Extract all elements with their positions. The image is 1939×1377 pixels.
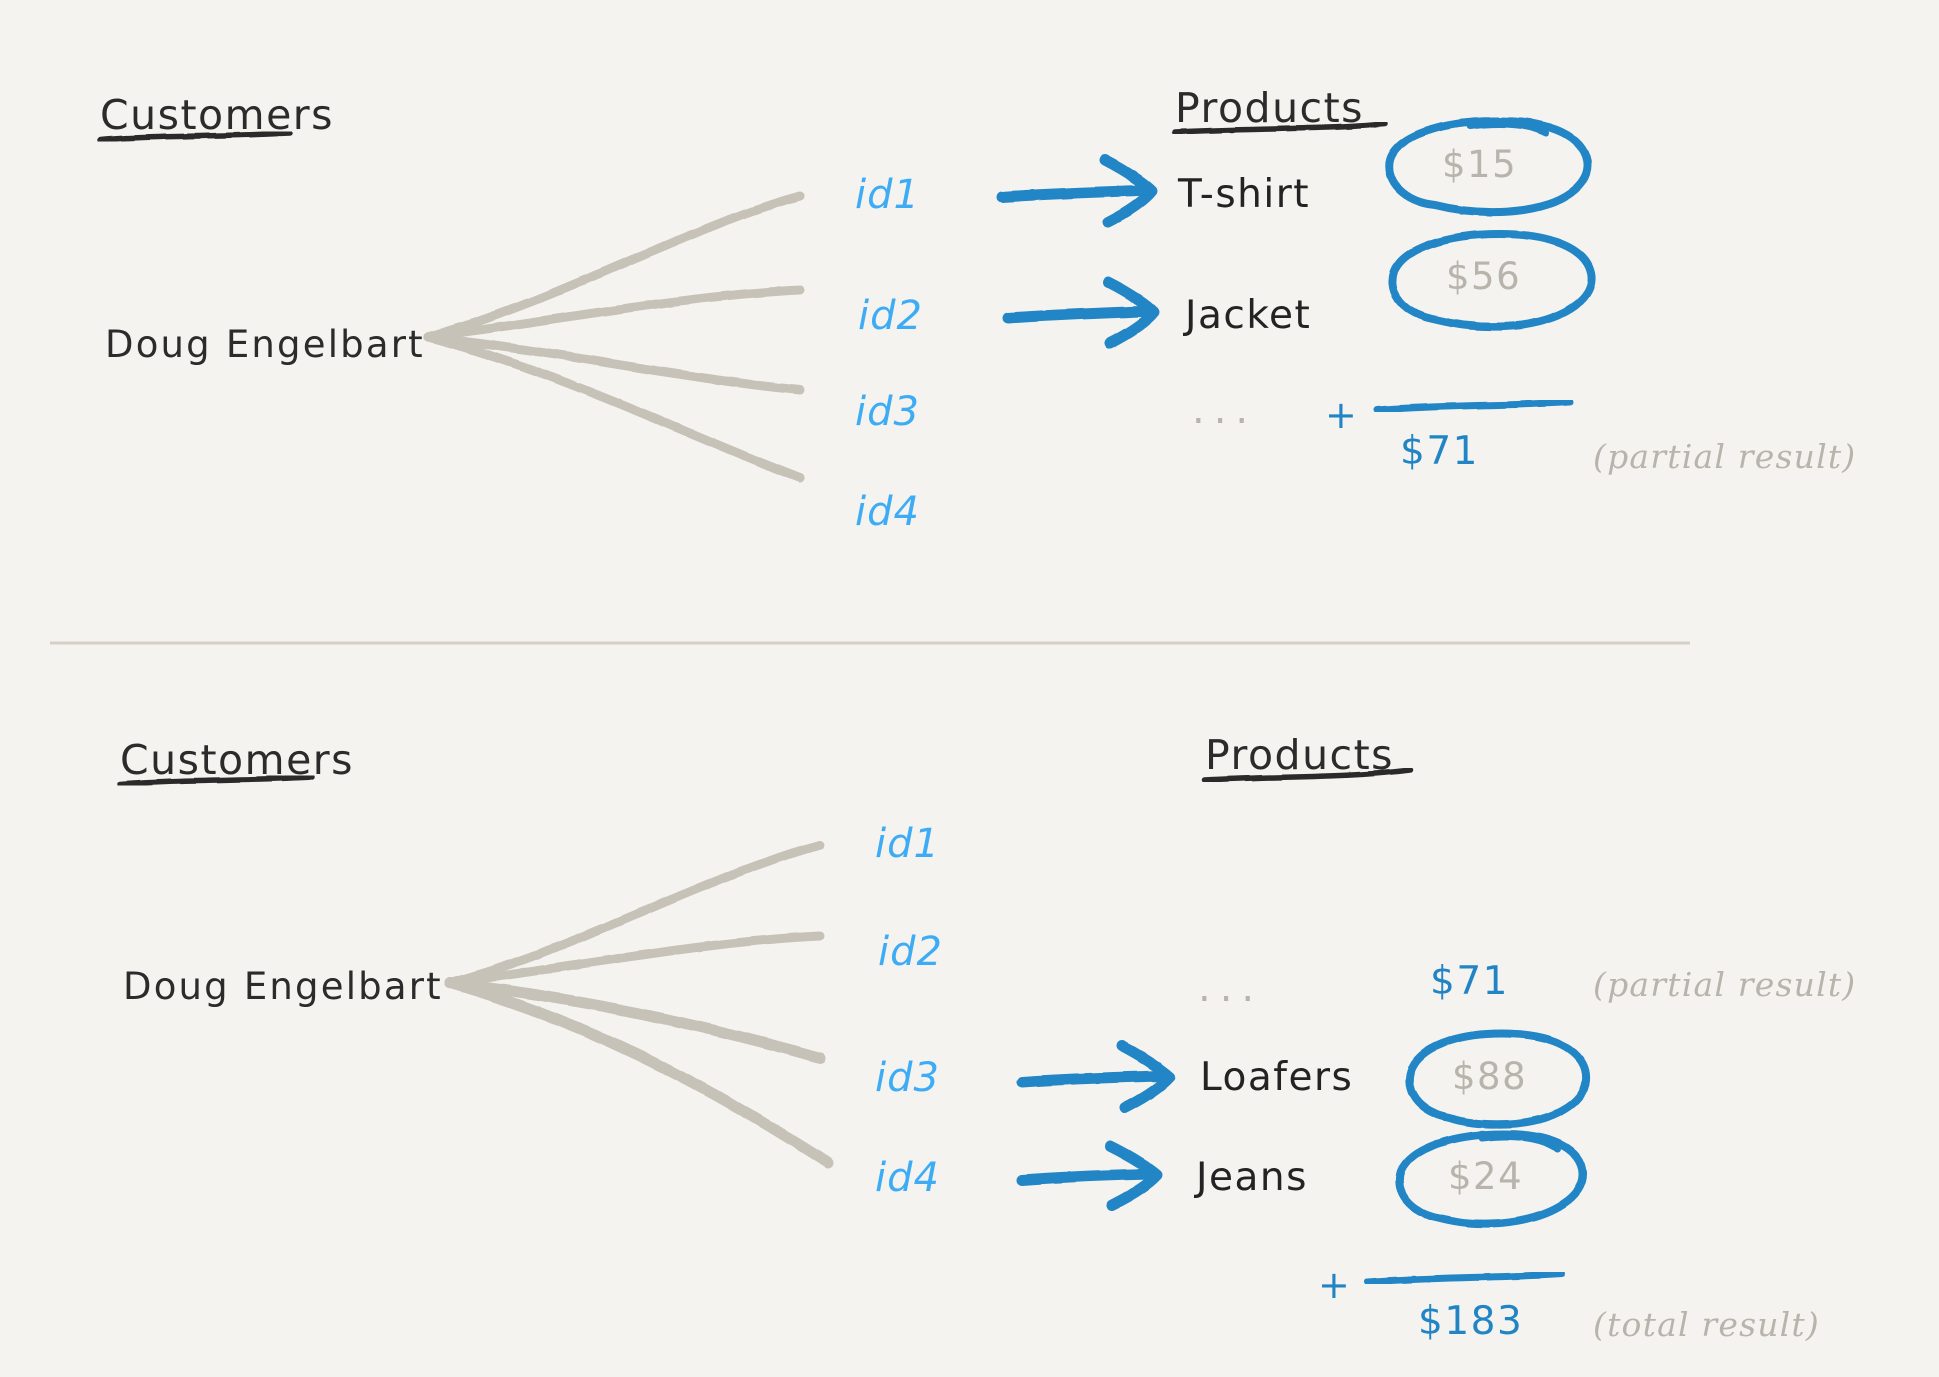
top-id-label-2: id2: [858, 293, 923, 339]
bottom-customer-name: Doug Engelbart: [123, 965, 443, 1008]
bottom-ellipsis: ...: [1198, 965, 1264, 1011]
bottom-id-label-3: id3: [875, 1055, 940, 1101]
top-product-name-1: T-shirt: [1178, 172, 1311, 217]
bottom-carried-value: $71: [1430, 959, 1509, 1004]
top-id-label-1: id1: [855, 172, 920, 218]
top-arrow-id1: [996, 154, 1158, 228]
bottom-fan-lines: [444, 840, 834, 1169]
bottom-carried-note: (partial result): [1593, 965, 1857, 1004]
top-product-name-2: Jacket: [1185, 293, 1312, 338]
bottom-sum-rule: [1364, 1270, 1566, 1286]
top-price-2: $56: [1446, 255, 1522, 298]
top-arrow-id2: [1002, 276, 1160, 349]
top-id-label-3: id3: [855, 389, 920, 435]
bottom-sum-note: (total result): [1593, 1305, 1820, 1344]
top-ellipsis: ...: [1192, 387, 1258, 433]
bottom-id-label-4: id4: [875, 1155, 940, 1201]
bottom-id-label-1: id1: [875, 821, 940, 867]
top-customers-heading: Customers: [100, 91, 335, 139]
top-plus-sign: +: [1325, 393, 1357, 437]
bottom-id-label-2: id2: [878, 929, 943, 975]
top-id-label-4: id4: [855, 489, 920, 535]
top-sum-rule: [1373, 398, 1574, 414]
top-price-1: $15: [1442, 143, 1518, 186]
bottom-product-name-3: Loafers: [1200, 1055, 1354, 1100]
bottom-sum-value: $183: [1418, 1299, 1524, 1344]
bottom-products-heading: Products: [1205, 731, 1395, 779]
top-sum-note: (partial result): [1593, 437, 1857, 476]
bottom-plus-sign: +: [1318, 1263, 1350, 1307]
top-customer-name: Doug Engelbart: [105, 323, 425, 366]
bottom-arrow-id4: [1016, 1140, 1163, 1211]
bottom-product-name-4: Jeans: [1196, 1155, 1308, 1200]
bottom-arrow-id3: [1016, 1040, 1176, 1114]
top-products-heading: Products: [1175, 84, 1365, 132]
bottom-price-3: $88: [1452, 1055, 1528, 1098]
top-sum-value: $71: [1400, 429, 1479, 474]
bottom-price-4: $24: [1448, 1155, 1524, 1198]
top-fan-lines: [423, 191, 805, 483]
bottom-customers-heading: Customers: [120, 736, 355, 784]
